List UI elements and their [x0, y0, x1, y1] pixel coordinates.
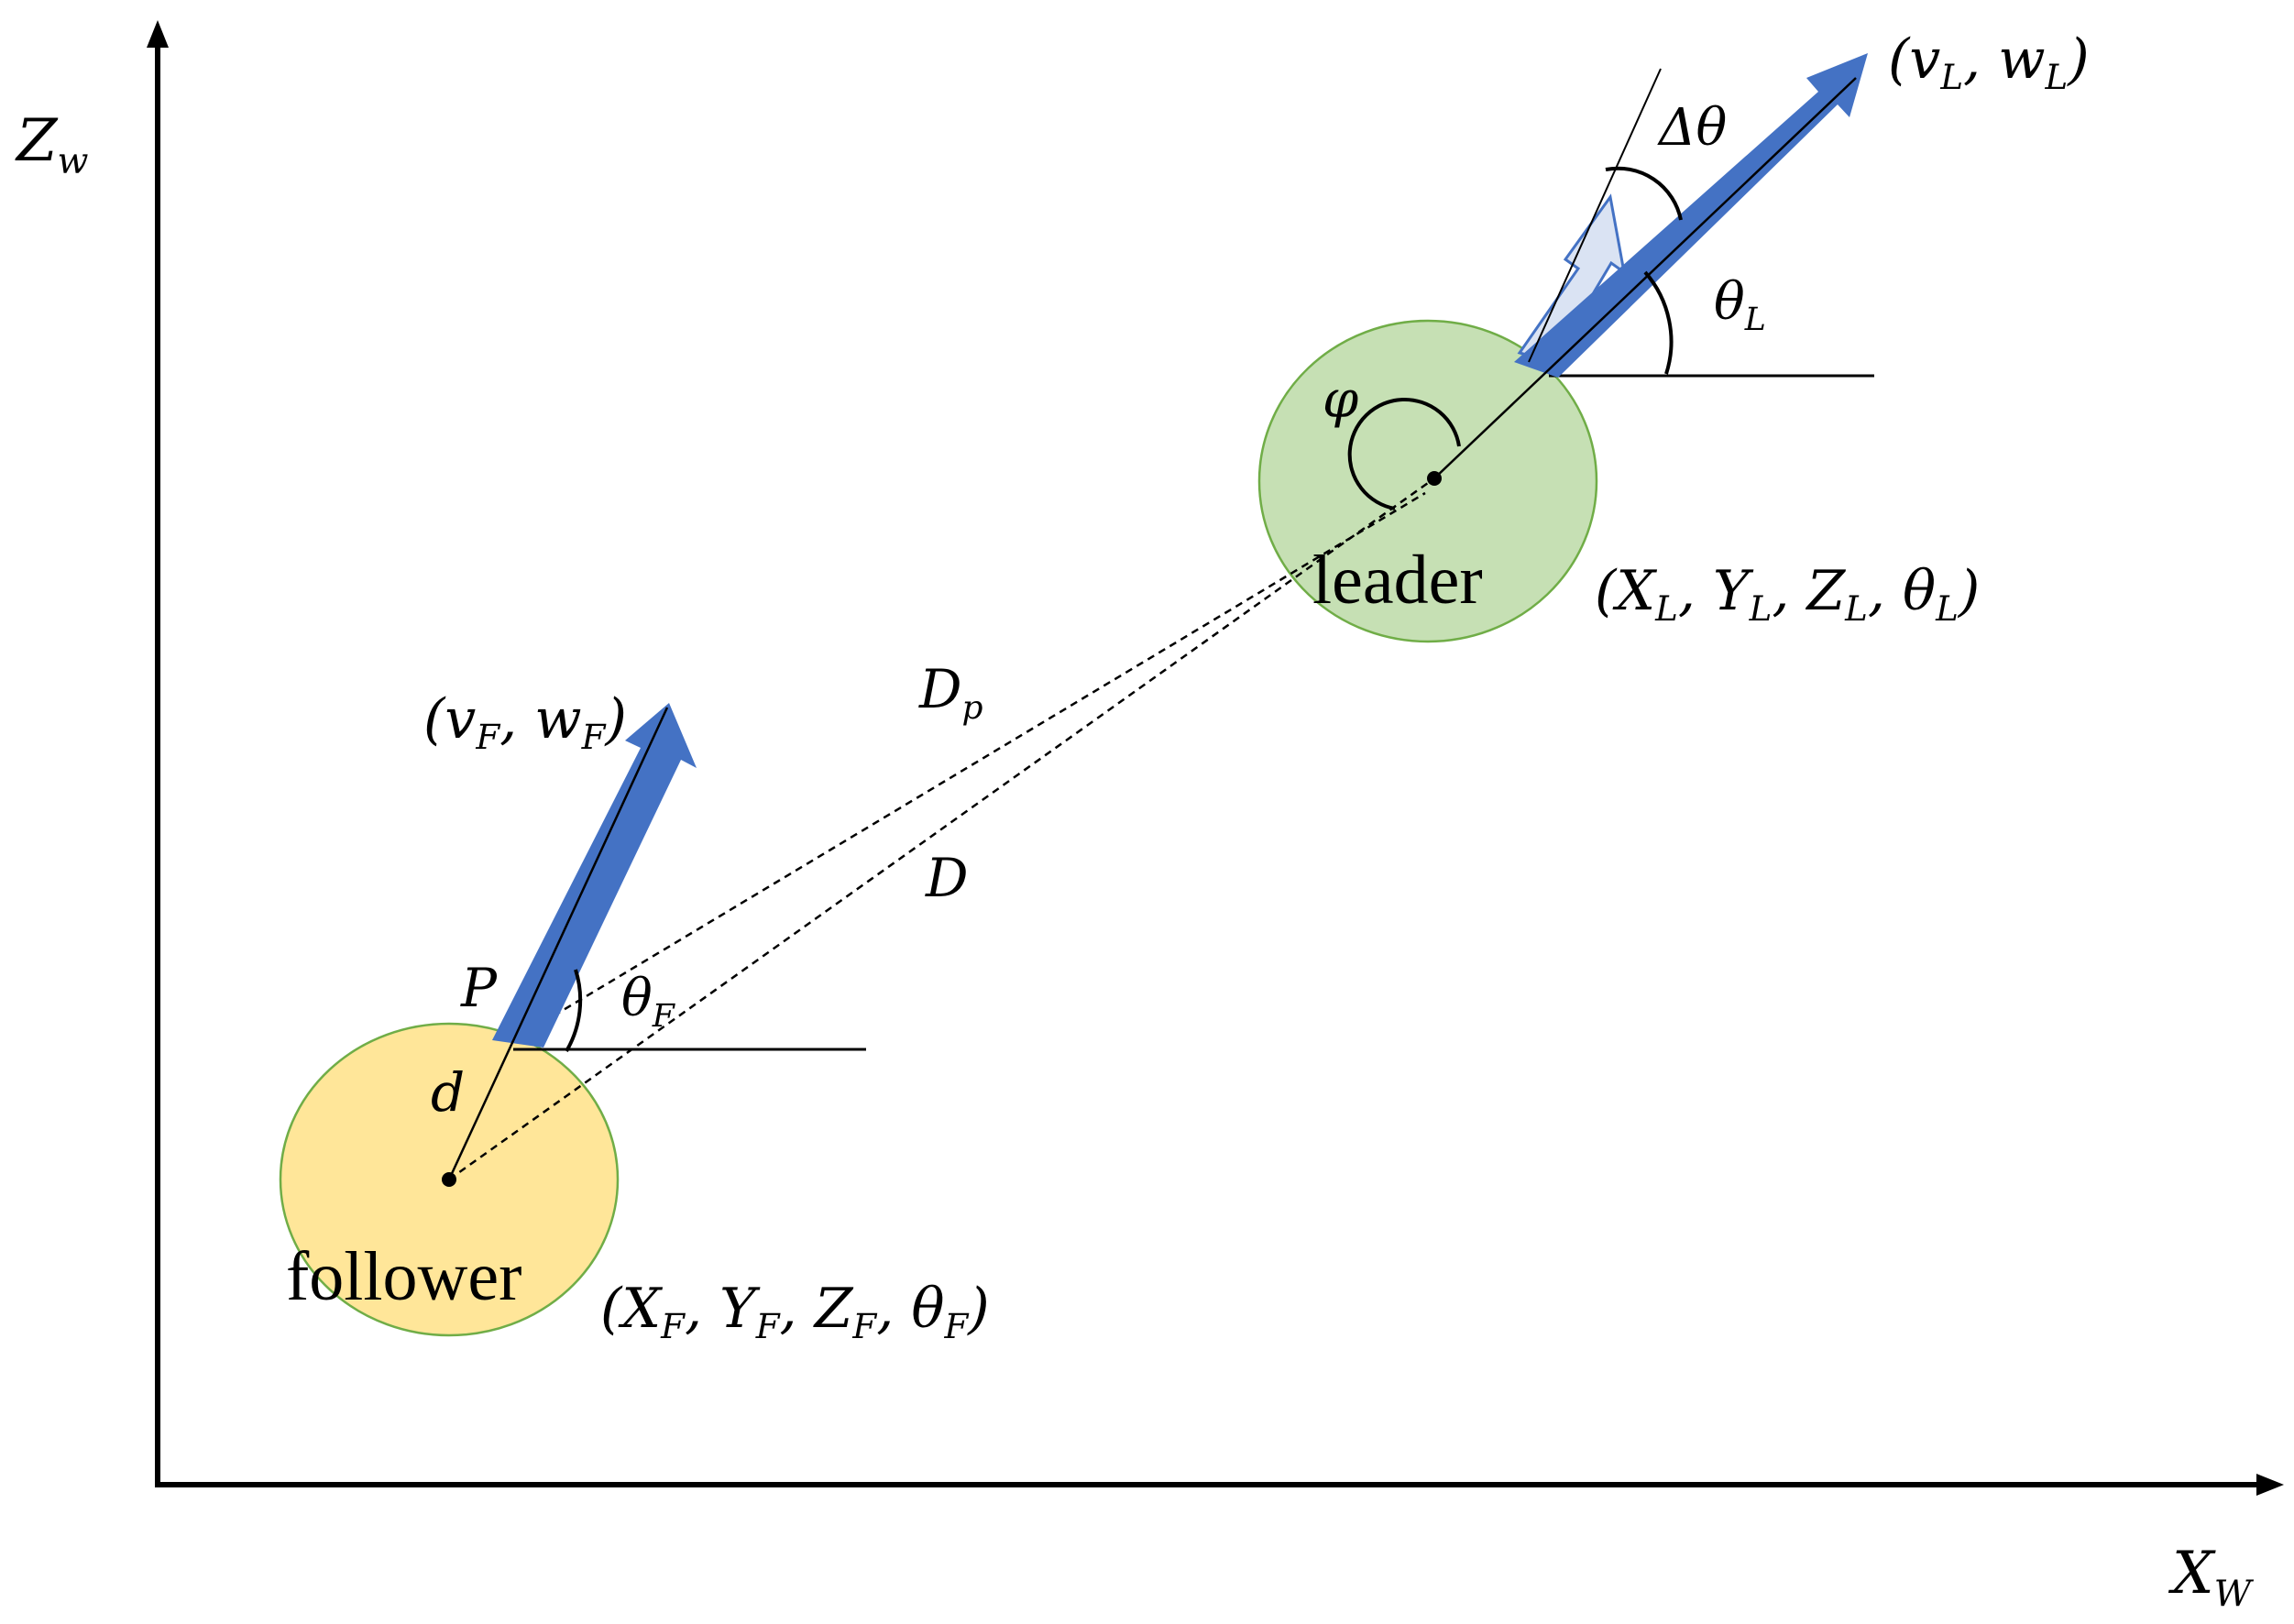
theta-L-label: θL — [1714, 272, 1766, 338]
follower-heading-line — [447, 707, 669, 1180]
theta-F-angle-arc — [565, 969, 583, 1053]
follower-state-label: (XF, YF, ZF, θF) — [600, 1277, 990, 1346]
follower-name-label: follower — [286, 1238, 521, 1315]
phi-label: φ — [1323, 370, 1358, 430]
delta-theta-angle-arc — [1605, 166, 1683, 221]
leader-state-label: (XL, YL, ZL, θL) — [1595, 559, 1980, 629]
theta-L-angle-arc — [1643, 270, 1674, 375]
x-axis-arrowhead — [2256, 1474, 2284, 1496]
leader-desired-direction-line — [1528, 68, 1662, 363]
follower-velocity-label: (vF, wF) — [423, 687, 627, 757]
follower-velocity-arrow — [492, 703, 697, 1048]
leader-name-label: leader — [1312, 542, 1483, 619]
leader-velocity-arrow — [1514, 53, 1868, 378]
P-label: P — [460, 957, 498, 1019]
follower-center-dot — [442, 1172, 456, 1187]
phi-angle-arc — [1347, 397, 1461, 510]
d-label: d — [431, 1061, 465, 1124]
distance-D-dashed-line — [448, 477, 1435, 1181]
Dp-label: Dp — [918, 658, 983, 727]
z-axis-arrowhead — [147, 20, 169, 48]
leader-heading-line — [1433, 77, 1857, 479]
z-axis-label: Zw — [15, 107, 88, 182]
D-label: D — [925, 847, 969, 909]
distance-Dp-dashed-line — [520, 491, 1426, 1037]
leader-center-dot — [1427, 471, 1442, 486]
leader-velocity-label: (vL, wL) — [1888, 27, 2090, 97]
theta-F-label: θF — [621, 969, 676, 1035]
x-axis-label: XW — [2168, 1540, 2255, 1615]
coordinate-axes — [147, 20, 2284, 1496]
delta-theta-label: Δθ — [1657, 98, 1727, 158]
